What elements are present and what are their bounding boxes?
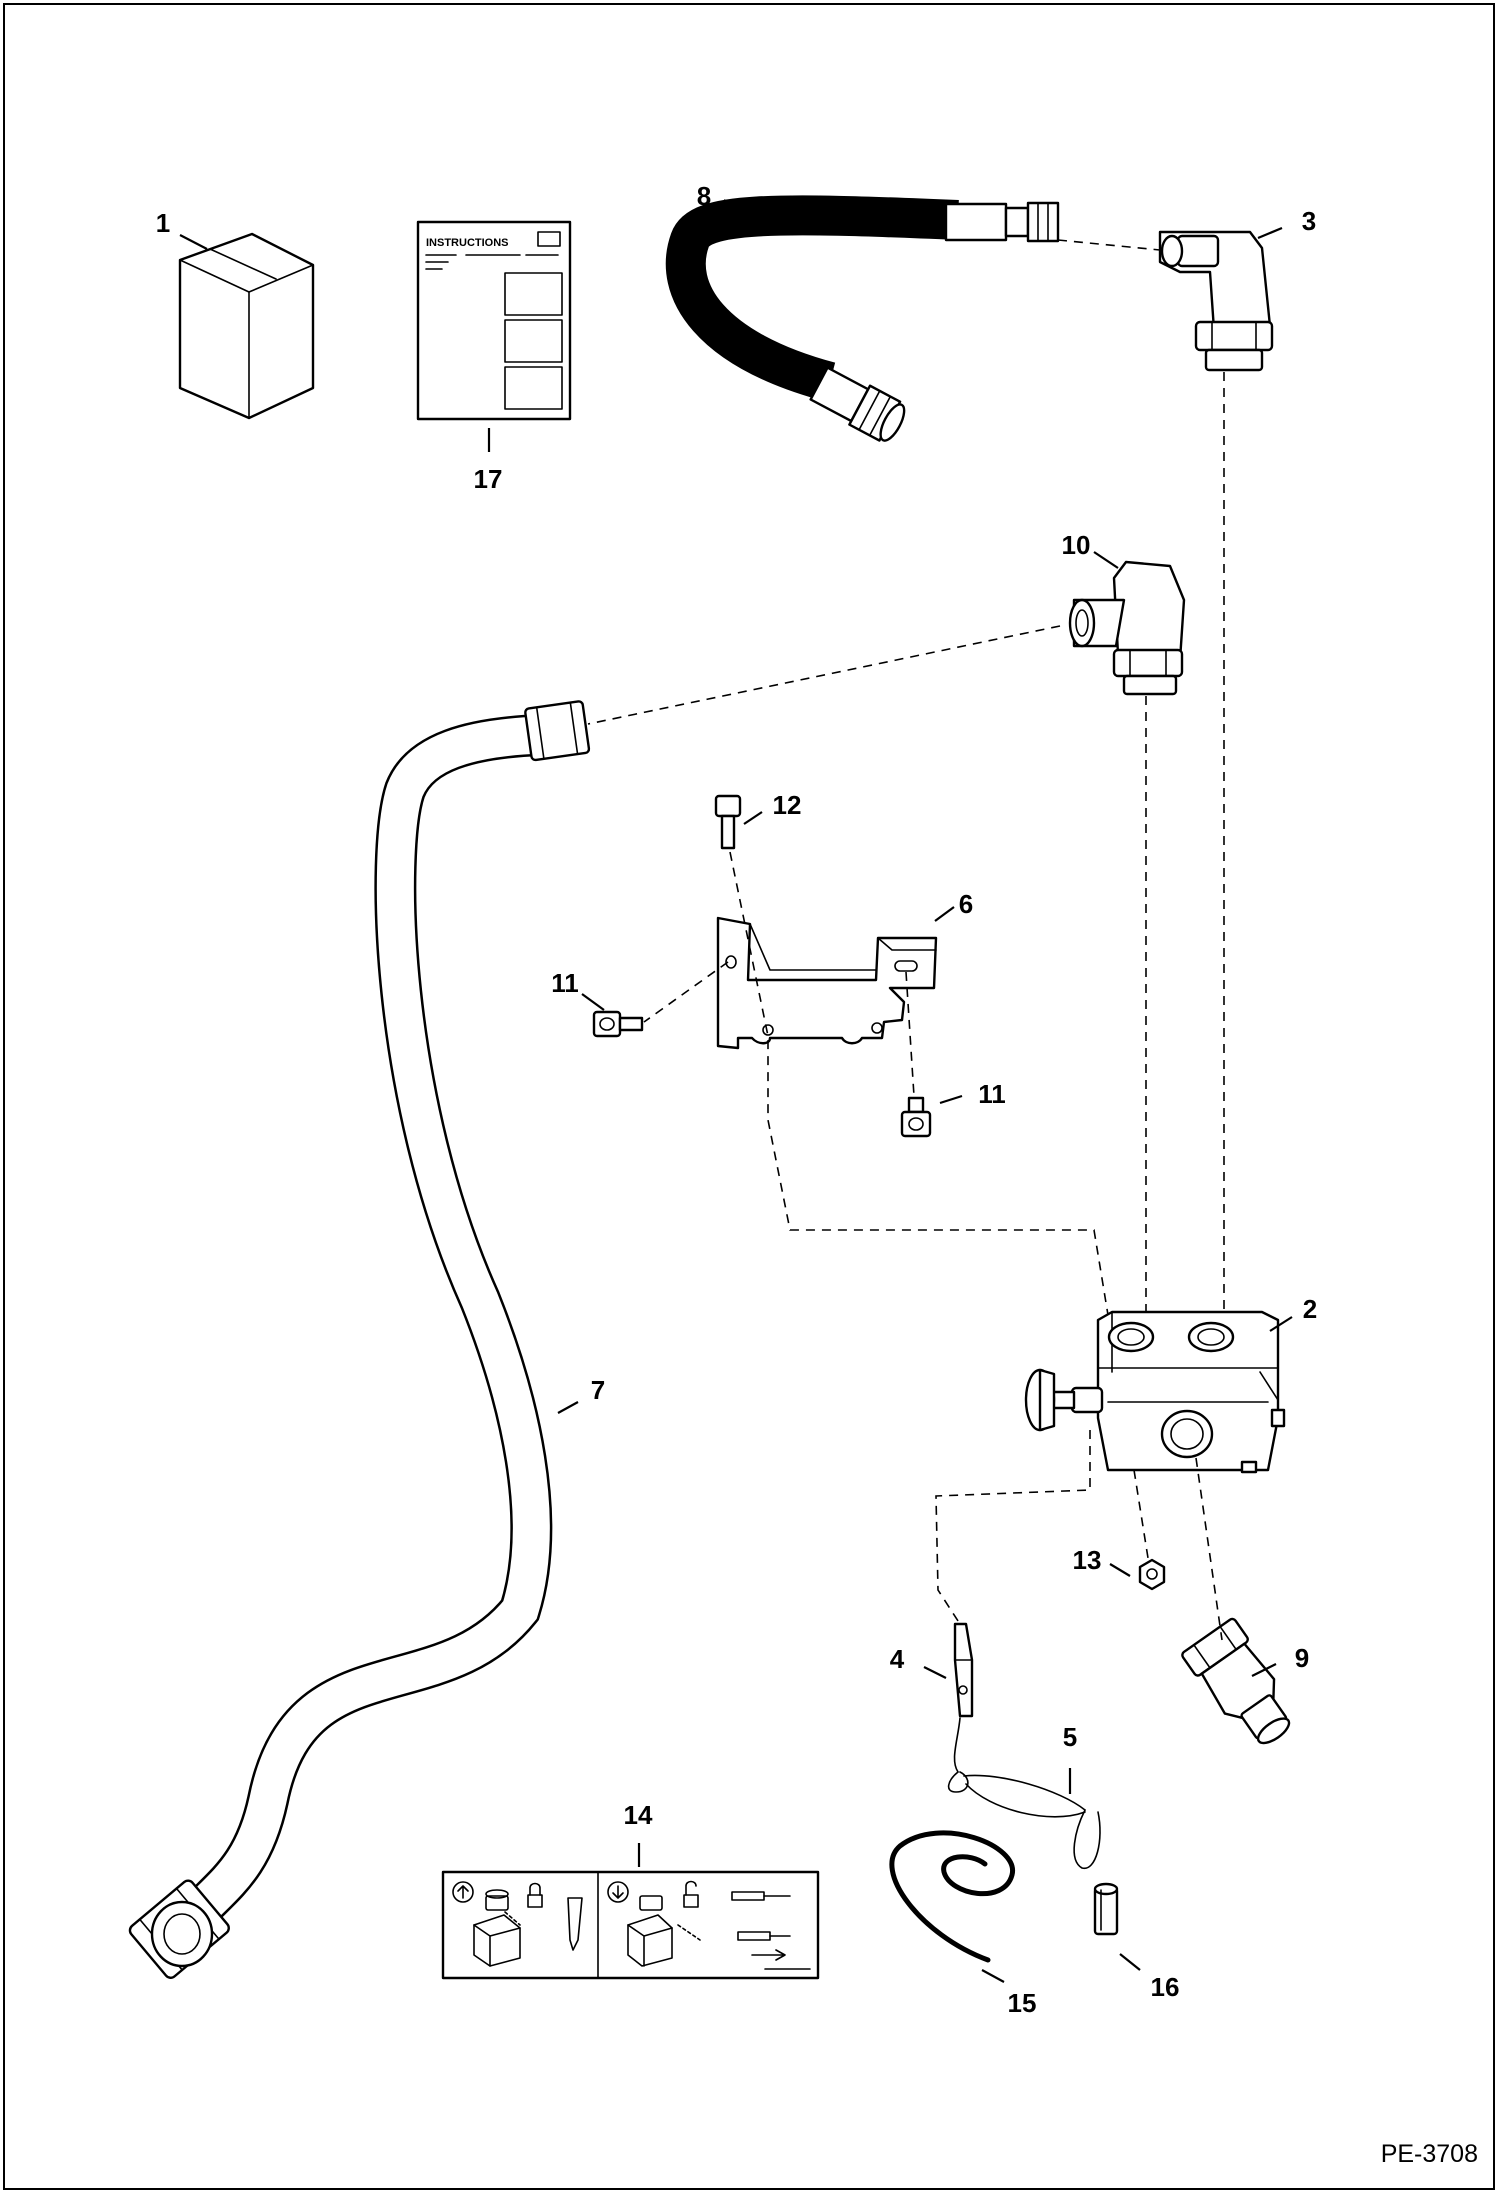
part-12-bolt	[714, 794, 742, 850]
callout-7: 7	[591, 1375, 605, 1405]
callout-13: 13	[1073, 1545, 1102, 1575]
part-11-screw-right	[900, 1096, 932, 1138]
callout-12: 12	[773, 790, 802, 820]
callout-10: 10	[1062, 530, 1091, 560]
part-7-long-tube	[128, 700, 591, 1979]
part-3-elbow-fitting	[1158, 230, 1274, 372]
part-8-hydraulic-hose	[665, 195, 1060, 442]
callout-5: 5	[1063, 1722, 1077, 1752]
callout-3: 3	[1302, 206, 1316, 236]
part-9-elbow-fitting	[1181, 1617, 1291, 1745]
callout-6: 6	[959, 889, 973, 919]
part-4-lock-pin	[953, 1622, 974, 1718]
callout-16: 16	[1151, 1972, 1180, 2002]
figure-code: PE-3708	[1381, 2140, 1478, 2168]
callout-9: 9	[1295, 1643, 1309, 1673]
callout-8: 8	[697, 181, 711, 211]
callout-11-right: 11	[978, 1079, 1006, 1109]
part-14-decal	[441, 1870, 820, 1980]
callout-leaders	[179, 199, 1293, 1983]
callout-15: 15	[1008, 1988, 1037, 2018]
part-11-screw-left	[592, 1010, 644, 1038]
callout-labels: 1 3 8 17 10 12 6 11 11 2 7 13 4 9 5 14 1…	[156, 181, 1317, 2018]
instruction-sheet-title: INSTRUCTIONS	[426, 237, 509, 249]
callout-2: 2	[1303, 1294, 1317, 1324]
part-16-sleeve	[1093, 1882, 1119, 1936]
callout-1: 1	[156, 208, 170, 238]
callout-4: 4	[890, 1644, 905, 1674]
callout-17: 17	[474, 464, 503, 494]
part-17-instruction-sheet: INSTRUCTIONS	[416, 220, 572, 421]
part-15-coiled-tubing	[889, 1830, 1015, 1963]
part-6-mounting-bracket	[716, 916, 938, 1050]
callout-11-left: 11	[551, 968, 579, 998]
part-10-elbow-fitting	[1068, 560, 1186, 696]
page-border	[3, 3, 1495, 2190]
part-5-lanyard	[947, 1717, 1101, 1869]
part-1-kit-box	[178, 232, 315, 420]
part-2-valve-block	[1024, 1310, 1286, 1474]
assembly-lines	[587, 239, 1225, 1641]
part-13-nut	[1138, 1558, 1166, 1591]
callout-14: 14	[624, 1800, 653, 1830]
